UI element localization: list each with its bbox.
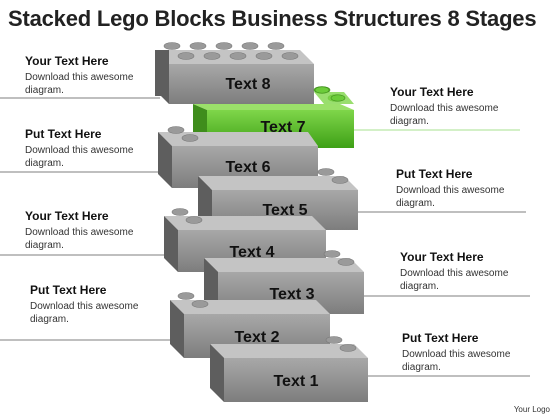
connector-lines xyxy=(0,97,530,377)
note-right-4: Put Text Here Download this awesome diag… xyxy=(402,331,552,374)
note-body: Download this awesome diagram. xyxy=(402,349,511,373)
note-heading: Put Text Here xyxy=(402,331,479,345)
block-label-7: Text 7 xyxy=(260,119,305,136)
note-body: Download this awesome diagram. xyxy=(400,268,509,292)
note-body: Download this awesome diagram. xyxy=(25,72,134,96)
note-body: Download this awesome diagram. xyxy=(25,145,134,169)
note-body: Download this awesome diagram. xyxy=(25,227,134,251)
note-body: Download this awesome diagram. xyxy=(390,103,499,127)
note-heading: Your Text Here xyxy=(400,250,484,264)
note-right-1: Your Text Here Download this awesome dia… xyxy=(390,85,540,128)
block-label-4: Text 4 xyxy=(229,244,274,261)
block-label-3: Text 3 xyxy=(269,286,314,303)
note-body: Download this awesome diagram. xyxy=(30,301,139,325)
note-heading: Put Text Here xyxy=(30,283,107,297)
block-1: Text 1 xyxy=(210,336,368,402)
note-left-3: Your Text Here Download this awesome dia… xyxy=(25,209,175,252)
block-label-2: Text 2 xyxy=(234,329,279,346)
note-left-1: Your Text Here Download this awesome dia… xyxy=(25,54,175,97)
block-8: Text 8 xyxy=(155,42,314,104)
block-label-8: Text 8 xyxy=(225,76,270,93)
note-right-3: Your Text Here Download this awesome dia… xyxy=(400,250,550,293)
block-label-1: Text 1 xyxy=(273,373,318,390)
note-heading: Your Text Here xyxy=(390,85,474,99)
note-left-2: Put Text Here Download this awesome diag… xyxy=(25,127,175,170)
note-left-4: Put Text Here Download this awesome diag… xyxy=(30,283,180,326)
note-heading: Your Text Here xyxy=(25,54,109,68)
note-body: Download this awesome diagram. xyxy=(396,185,505,209)
block-label-6: Text 6 xyxy=(225,159,270,176)
note-heading: Put Text Here xyxy=(25,127,102,141)
note-heading: Your Text Here xyxy=(25,209,109,223)
logo-placeholder: Your Logo xyxy=(513,405,550,414)
note-right-2: Put Text Here Download this awesome diag… xyxy=(396,167,546,210)
block-label-5: Text 5 xyxy=(262,202,307,219)
note-heading: Put Text Here xyxy=(396,167,473,181)
page-title: Stacked Lego Blocks Business Structures … xyxy=(8,6,537,31)
